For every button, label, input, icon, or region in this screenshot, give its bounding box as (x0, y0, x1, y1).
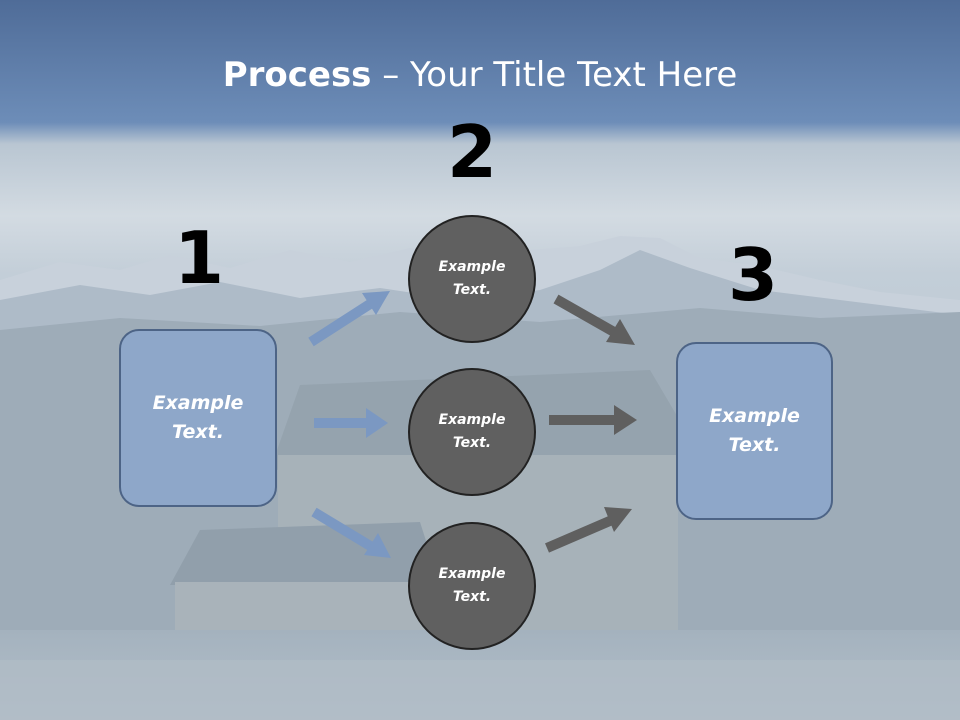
circle-bottom-text: Example Text. (438, 566, 506, 605)
arrow-left-to-middle (314, 408, 388, 438)
step-number-1: 1 (173, 216, 225, 300)
title-bold: Process (222, 55, 372, 95)
right-process-box: Example Text. (676, 342, 833, 520)
left-box-text: Example Text. (152, 392, 244, 443)
arrow-left-to-bottom (311, 507, 391, 558)
process-circle-middle: Example Text. (408, 368, 536, 496)
circle-middle-text: Example Text. (438, 412, 506, 451)
process-circle-top: Example Text. (408, 215, 536, 343)
title-rest: – Your Title Text Here (371, 55, 738, 95)
slide-title: Process – Your Title Text Here (0, 52, 960, 98)
arrow-top-to-right (553, 294, 635, 345)
step-number-3: 3 (727, 233, 779, 317)
arrow-bottom-to-right (545, 507, 632, 553)
left-process-box: Example Text. (119, 329, 277, 507)
right-box-text: Example Text. (709, 405, 800, 456)
arrow-left-to-top (308, 291, 390, 347)
arrow-middle-to-right (549, 405, 637, 435)
process-circle-bottom: Example Text. (408, 522, 536, 650)
step-number-2: 2 (446, 110, 498, 194)
circle-top-text: Example Text. (438, 259, 506, 298)
